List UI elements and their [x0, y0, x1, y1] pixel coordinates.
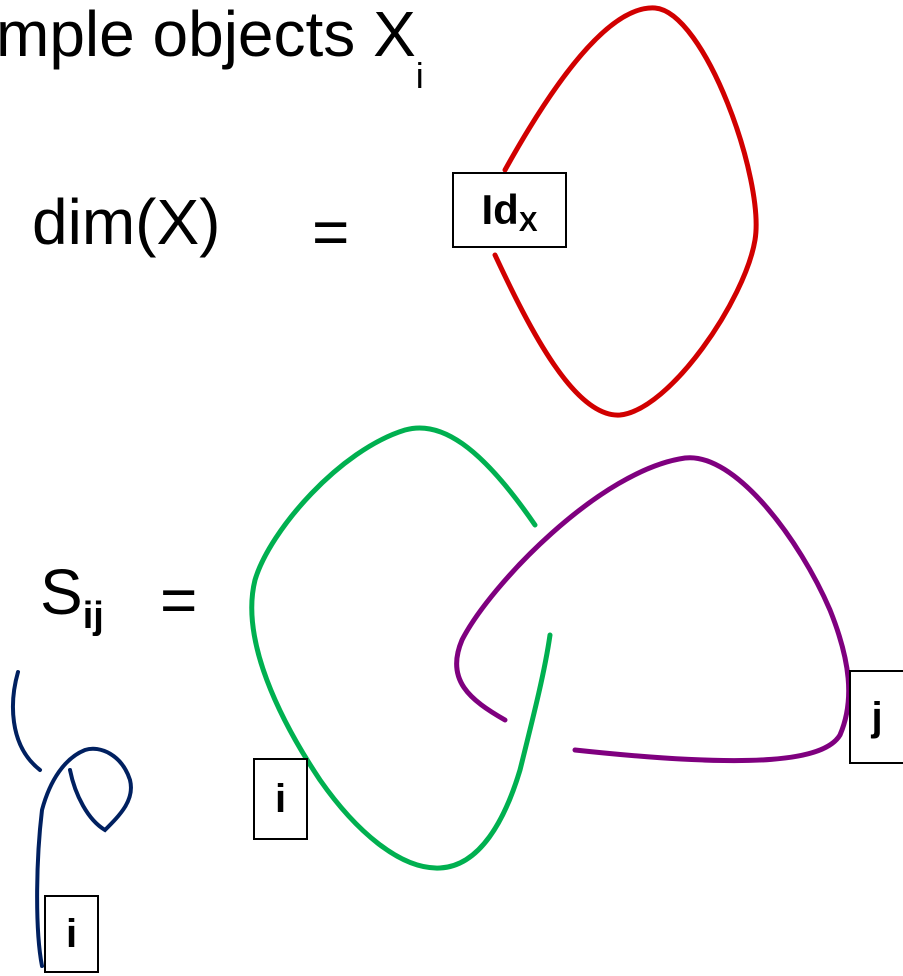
purple-strand	[454, 455, 852, 764]
s-subscript: ij	[82, 595, 104, 637]
s-equals: =	[160, 564, 198, 636]
identity-subscript: X	[518, 206, 538, 237]
s-lhs: S	[40, 556, 83, 628]
green-strand	[249, 425, 553, 871]
header-main: mple objects X	[0, 0, 416, 70]
dim-expression: dim(X)	[32, 190, 220, 254]
green-label-box: i	[253, 758, 308, 840]
dim-lhs: dim(X)	[32, 186, 221, 258]
navy-label: i	[65, 911, 78, 956]
navy-kink	[35, 746, 133, 968]
s-expression: Sij	[40, 560, 104, 635]
header-text: mple objects Xi	[0, 0, 424, 93]
red-loop	[492, 5, 759, 418]
purple-label-box: j	[849, 670, 903, 764]
identity-label: Id	[481, 186, 519, 233]
header-subscript: i	[415, 54, 424, 96]
navy-strand	[11, 670, 42, 772]
purple-label: j	[871, 694, 883, 739]
green-label: i	[274, 776, 287, 821]
navy-label-box: i	[44, 895, 99, 973]
dim-equals: =	[312, 196, 350, 268]
